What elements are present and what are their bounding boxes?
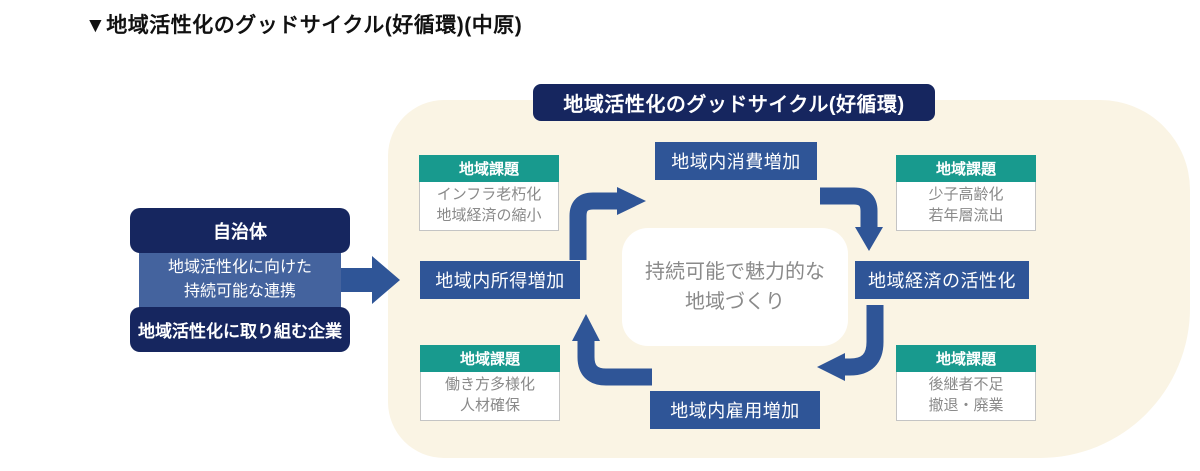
cycle-arrow-top-left — [569, 192, 617, 260]
collaboration-box: 地域活性化に向けた 持続可能な連携 — [139, 252, 341, 308]
issue-line: インフラ老朽化 — [436, 186, 542, 203]
issue-box-top-left: 地域課題 インフラ老朽化 地域経済の縮小 — [419, 155, 559, 231]
cycle-arrowhead-bottom-left — [572, 314, 600, 341]
collaboration-line1: 地域活性化に向けた — [167, 259, 312, 276]
issue-box-top-right: 地域課題 少子高齢化 若年層流出 — [896, 155, 1036, 231]
cycle-arrowhead-top-left — [617, 187, 646, 215]
cycle-title-banner: 地域活性化のグッドサイクル(好循環) — [533, 84, 935, 121]
issue-header: 地域課題 — [419, 155, 559, 182]
issue-line: 若年層流出 — [928, 207, 1004, 224]
cycle-center-goal: 持続可能で魅力的な 地域づくり — [622, 228, 848, 346]
cycle-arrowhead-bottom-right — [817, 353, 845, 381]
left-to-cycle-arrow — [338, 256, 400, 304]
collaboration-line2: 持続可能な連携 — [183, 283, 296, 300]
issue-line: 撤退・廃業 — [928, 397, 1004, 414]
cycle-arrow-top-right — [820, 187, 878, 227]
cycle-node-consumption: 地域内消費増加 — [655, 142, 817, 180]
issue-body: インフラ老朽化 地域経済の縮小 — [420, 182, 558, 230]
issue-line: 地域経済の縮小 — [436, 207, 542, 224]
cycle-arrowhead-top-right — [855, 227, 883, 251]
government-box: 自治体 — [130, 208, 350, 253]
issue-line: 少子高齢化 — [928, 186, 1004, 203]
center-goal-line2: 地域づくり — [685, 291, 785, 313]
issue-body: 少子高齢化 若年層流出 — [897, 182, 1035, 230]
issue-body: 後継者不足 撤退・廃業 — [897, 372, 1035, 420]
issue-header: 地域課題 — [896, 155, 1036, 182]
issue-header: 地域課題 — [896, 345, 1036, 372]
issue-line: 人材確保 — [459, 397, 520, 414]
cycle-node-employment: 地域内雇用増加 — [650, 391, 820, 429]
issue-body: 働き方多様化 人材確保 — [421, 372, 559, 420]
cycle-node-economy: 地域経済の活性化 — [855, 261, 1029, 299]
issue-header: 地域課題 — [420, 345, 560, 372]
cycle-arrow-bottom-right — [845, 305, 884, 376]
page-title: ▼地域活性化のグッドサイクル(好循環)(中原) — [85, 14, 523, 37]
company-box: 地域活性化に取り組む企業 — [130, 307, 350, 352]
issue-box-bottom-left: 地域課題 働き方多様化 人材確保 — [420, 345, 560, 421]
cycle-node-income: 地域内所得増加 — [420, 261, 580, 299]
issue-box-bottom-right: 地域課題 後継者不足 撤退・廃業 — [896, 345, 1036, 421]
cycle-arrow-bottom-left — [577, 341, 652, 386]
issue-line: 後継者不足 — [928, 376, 1004, 393]
center-goal-line1: 持続可能で魅力的な — [645, 261, 825, 283]
issue-line: 働き方多様化 — [444, 376, 535, 393]
